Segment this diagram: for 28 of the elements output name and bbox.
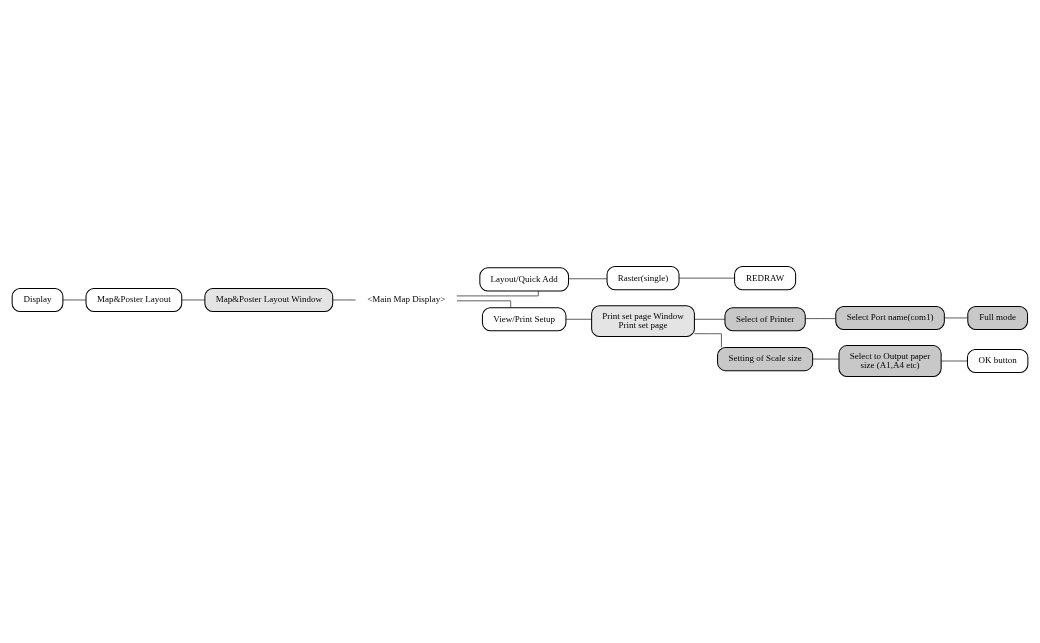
node-box: Setting of Scale size [717, 347, 814, 372]
connector [565, 318, 592, 320]
node-box: Select to Output paper size (A1,A4 etc) [838, 345, 942, 377]
connector [812, 358, 840, 360]
node-box: REDRAW [734, 266, 797, 291]
connector [805, 318, 836, 319]
node-box: Layout/Quick Add [479, 267, 570, 292]
node-box: Map&Poster Layout [85, 287, 183, 313]
connector [694, 318, 726, 320]
connector [62, 299, 87, 301]
node-box: Raster(single) [606, 266, 680, 291]
node-box: View/Print Setup [481, 307, 567, 332]
node-box: Display [11, 287, 64, 313]
node-box: Map&Poster Layout Window [204, 287, 334, 313]
connector [568, 278, 608, 280]
connector [678, 277, 735, 279]
connector [941, 360, 968, 362]
connector [332, 299, 356, 301]
connector [944, 317, 968, 319]
node-box: Select Port name(com1) [835, 305, 945, 331]
node-box: Select of Printer [724, 307, 806, 332]
node-box: Full mode [967, 305, 1029, 331]
connector [694, 333, 722, 348]
connector [456, 300, 511, 308]
connector [181, 299, 206, 301]
node-text: <Main Map Display> [367, 294, 446, 305]
node-box: Print set page Window Print set page [591, 305, 695, 338]
node-box: OK button [966, 348, 1029, 374]
